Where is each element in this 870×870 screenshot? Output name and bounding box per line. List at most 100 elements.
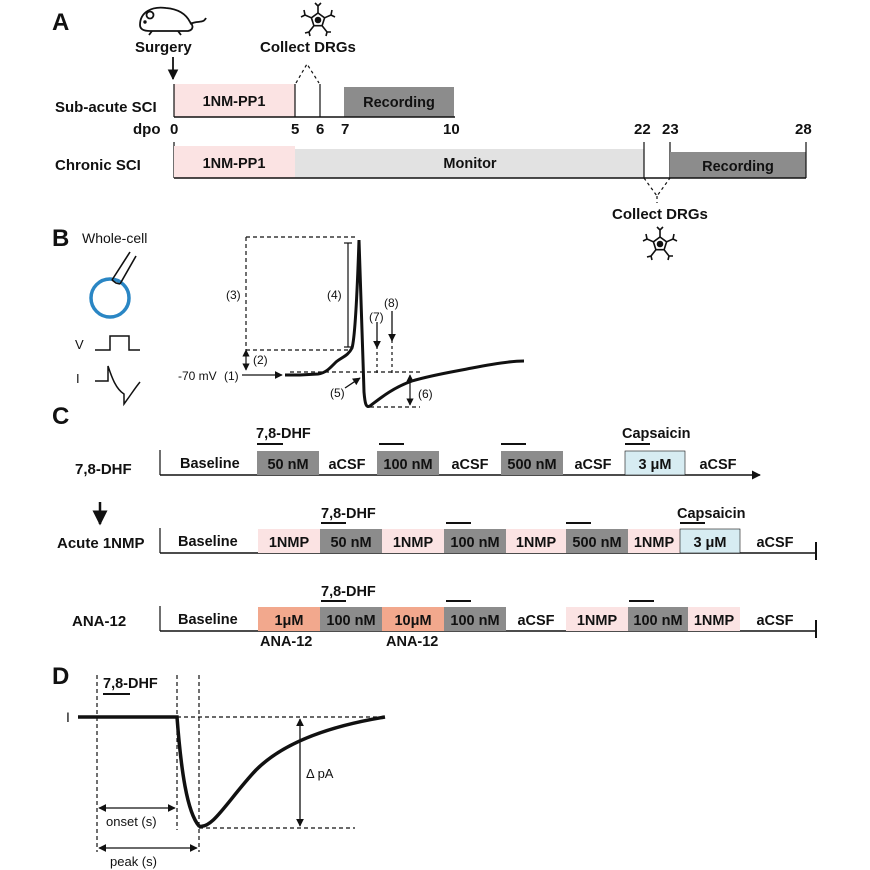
row1-label: Sub-acute SCI [55,99,157,116]
tick-5: 5 [291,121,299,138]
row2-monitor-box [295,149,644,178]
marker-7: (7) [369,310,384,324]
c-row1-50nm: 50 nM [267,457,308,473]
tick-6: 6 [316,121,324,138]
c-row2-1nmp2: 1NMP [393,535,434,551]
d-peak-label: peak (s) [110,854,157,869]
c-row1-acsf2: aCSF [451,457,488,473]
tick-7: 7 [341,121,349,138]
collect-drgs-top-label: Collect DRGs [260,39,356,56]
c-row2-50nm: 50 nM [330,535,371,551]
surgery-label: Surgery [135,39,192,56]
d-i-label: I [66,709,70,725]
collect-drgs-bottom-label: Collect DRGs [612,206,708,223]
dpo-label: dpo [133,121,161,138]
c-row2-dhf-tag: 7,8-DHF [321,506,376,522]
whole-cell-label: Whole-cell [82,230,147,246]
d-dhf-tag: 7,8-DHF [103,676,158,692]
v-label: V [75,337,84,352]
marker-3: (3) [226,288,241,302]
marker-5: (5) [330,386,345,400]
row1-recording-label: Recording [363,95,435,111]
i-label: I [76,371,80,386]
marker-2: (2) [253,353,268,367]
row2-recording-label: Recording [702,159,774,175]
c-row1-cap: 3 μM [638,457,671,473]
c-row2-500nm: 500 nM [572,535,621,551]
c-row2-1nmp4: 1NMP [634,535,675,551]
tick-10: 10 [443,121,460,138]
c-row2-acsf: aCSF [756,535,793,551]
rest-label: -70 mV [178,369,217,383]
current-trace [95,365,141,407]
c-row3-acsf1: aCSF [517,613,554,629]
c-row2-1nmp3: 1NMP [516,535,557,551]
c-row3-baseline: Baseline [178,612,238,628]
voltage-step [95,335,140,351]
c-row1-dhf-tag: 7,8-DHF [256,426,311,442]
row2-recording-box [670,152,806,178]
tick-28: 28 [795,121,812,138]
c-row3-acsf2: aCSF [756,613,793,629]
c-row3-dhf-tag: 7,8-DHF [321,584,376,600]
mouse-icon [139,6,207,36]
c-row1-cap-tag: Capsaicin [622,426,691,442]
c-row3-100nm-a: 100 nM [326,613,375,629]
c-row1-acsf3: aCSF [574,457,611,473]
row1-drug-box [174,84,295,117]
c-row1-baseline: Baseline [180,456,240,472]
c-row3-10um: 10μM [394,613,431,629]
c-row3-ana-below1: ANA-12 [260,634,312,650]
c-row3-100nm-c: 100 nM [633,613,682,629]
c-row2-1nmp1: 1NMP [269,535,310,551]
c-row2-cap: 3 μM [693,535,726,551]
c-row1-acsf4: aCSF [699,457,736,473]
panel-c-letter: C [52,403,69,430]
action-potential-trace [285,239,525,408]
neuron-icon-bottom [642,226,678,261]
c-row1-label: 7,8-DHF [75,461,132,478]
panel-d-letter: D [52,663,69,690]
c-row1-100nm: 100 nM [383,457,432,473]
marker-8: (8) [384,296,399,310]
c-row1-500nm: 500 nM [507,457,556,473]
row2-monitor-label: Monitor [443,156,497,172]
c-row1-acsf1: aCSF [328,457,365,473]
c-row3-ana-below2: ANA-12 [386,634,438,650]
tick-23: 23 [662,121,679,138]
marker-4: (4) [327,288,342,302]
panel-d: D 7,8-DHF I Δ pA onset (s) peak (s) [52,663,386,869]
current-response-trace [78,715,386,828]
cell-icon [89,277,131,319]
row2-label: Chronic SCI [55,157,141,174]
marker-6: (6) [418,387,433,401]
tick-0: 0 [170,121,178,138]
row1-recording-box [344,87,454,117]
panel-a: A Surgery Collect DRGs Sub-acute SCI 1NM… [52,2,812,261]
d-onset-label: onset (s) [106,814,157,829]
panel-a-letter: A [52,9,69,36]
row2-drug-label: 1NM-PP1 [203,156,266,172]
marker-1: (1) [224,369,239,383]
c-row2-100nm: 100 nM [450,535,499,551]
c-row3-100nm-b: 100 nM [450,613,499,629]
row2-drug-box [174,146,295,178]
c-row3-1nmp1: 1NMP [577,613,618,629]
row1-drug-label: 1NM-PP1 [203,94,266,110]
collect-dash-top [295,62,320,84]
pipette-icon [111,251,137,285]
panel-b-letter: B [52,225,69,252]
c-row2-label: Acute 1NMP [57,535,145,552]
c-row3-1um: 1μM [274,613,303,629]
neuron-icon [300,2,336,37]
c-row2-baseline: Baseline [178,534,238,550]
c-row2-cap-tag: Capsaicin [677,506,746,522]
collect-dash-bottom [643,177,671,198]
panel-c: C 7,8-DHF Baseline 50 nM aCSF 100 nM aCS… [52,403,817,650]
c-row3-1nmp2: 1NMP [694,613,735,629]
d-delta-label: Δ pA [306,766,334,781]
panel-b: B Whole-cell V I (3) (4) (2) -70 mV [52,225,525,408]
c-row3-label: ANA-12 [72,613,126,630]
tick-22: 22 [634,121,651,138]
